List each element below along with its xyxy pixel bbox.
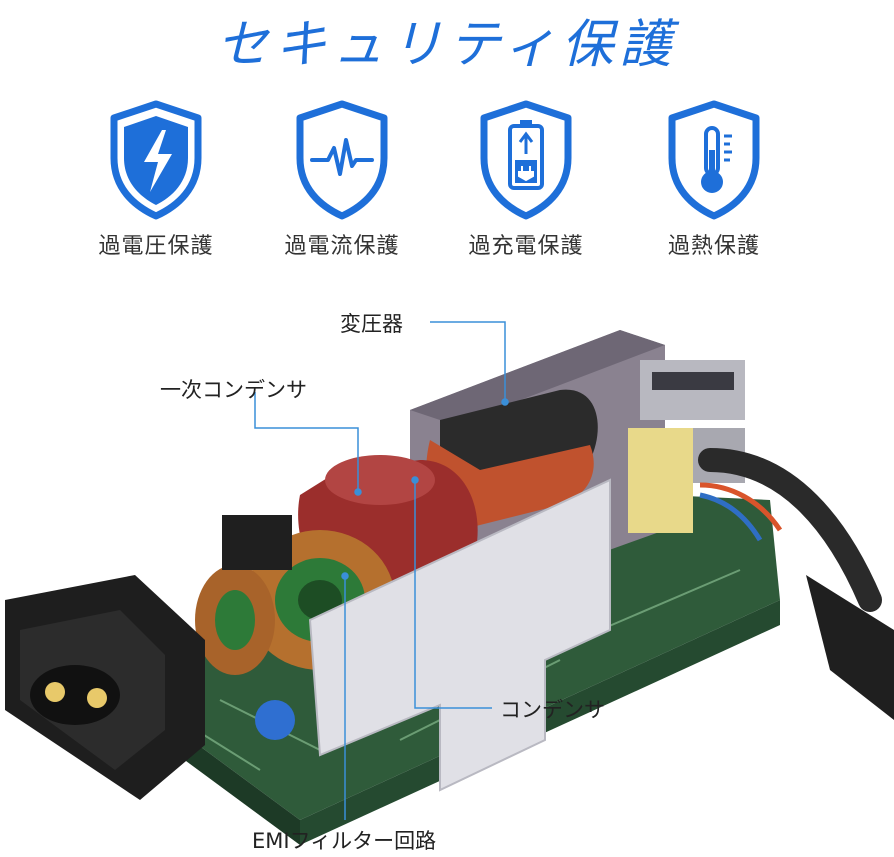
- thermometer-shield-icon: [668, 100, 760, 220]
- battery-plug-shield-icon: [480, 100, 572, 220]
- callout-lines: [254, 321, 509, 820]
- power-supply-circuit-illustration: [5, 321, 894, 845]
- pulse-shield-icon: [296, 100, 388, 220]
- callout-emi-filter: EMIフィルター回路: [252, 829, 437, 853]
- callout-capacitor: コンデンサ: [500, 698, 605, 722]
- feature-overcharge: 過充電保護: [446, 100, 606, 260]
- lightning-shield-icon: [110, 100, 202, 220]
- blue-capacitor: [255, 700, 295, 740]
- output-cable: [698, 448, 882, 612]
- feature-overvoltage: 過電圧保護: [76, 100, 236, 260]
- callout-primary-capacitor: 一次コンデンサ: [160, 378, 307, 402]
- page-title: セキュリティ保護: [216, 15, 678, 75]
- feature-overcurrent: 過電流保護: [262, 100, 422, 260]
- feature-label: 過熱保護: [667, 234, 760, 259]
- callout-transformer: 変圧器: [340, 312, 403, 336]
- feature-label: 過電流保護: [284, 234, 400, 259]
- feature-label: 過充電保護: [468, 234, 584, 259]
- yellow-capacitor: [628, 428, 693, 533]
- shield-plate: [308, 478, 611, 792]
- feature-overheat: 過熱保護: [634, 100, 794, 260]
- feature-label: 過電圧保護: [98, 234, 214, 259]
